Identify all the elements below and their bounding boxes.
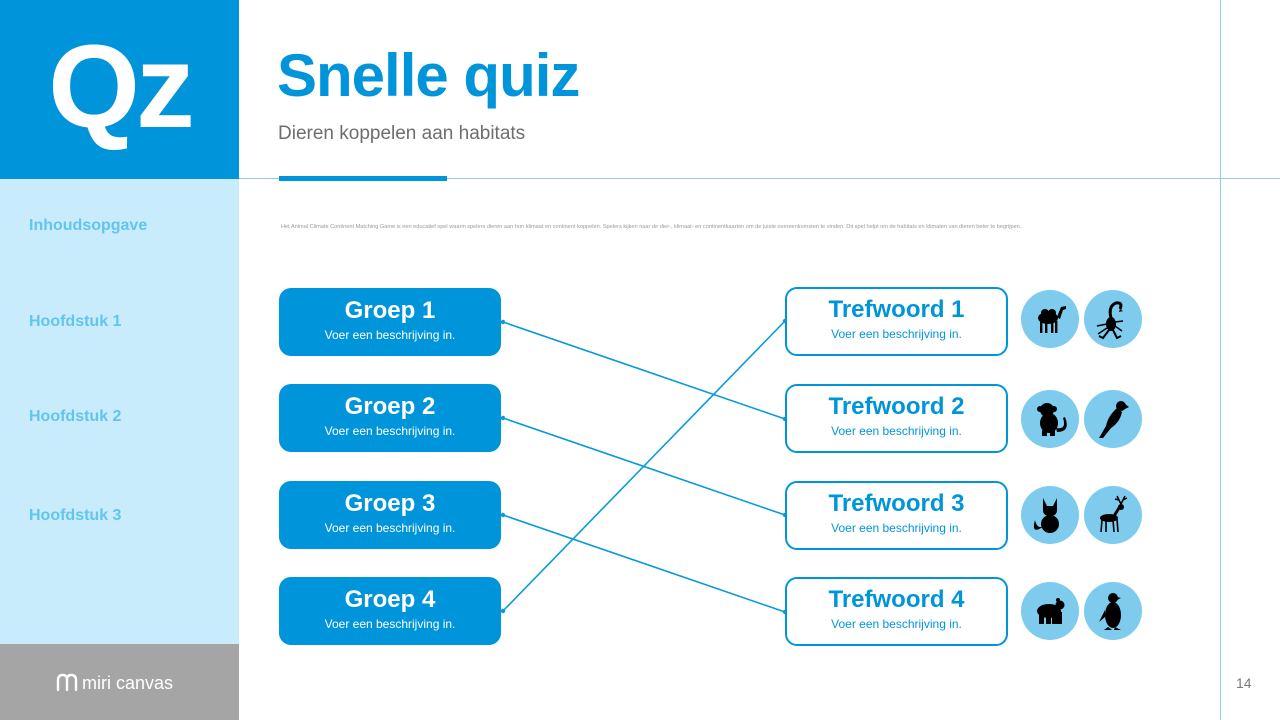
deer-icon [1084, 486, 1142, 544]
penguin-icon [1084, 582, 1142, 640]
keyword-title: Trefwoord 1 [828, 296, 965, 323]
keyword-card-2[interactable]: Trefwoord 2 Voer een beschrijving in. [785, 384, 1008, 453]
sidebar-item-chapter-1[interactable]: Hoofdstuk 1 [29, 313, 122, 330]
sidebar-item-contents[interactable]: Inhoudsopgave [29, 217, 148, 234]
quiz-logo: Qz [0, 0, 239, 179]
page-subtitle: Dieren koppelen aan habitats [278, 123, 526, 144]
group-description: Voer een beschrijving in. [324, 617, 456, 631]
connector-line [502, 320, 786, 612]
fox-icon [1021, 486, 1079, 544]
camel-icon [1021, 290, 1079, 348]
group-description: Voer een beschrijving in. [324, 521, 456, 535]
sidebar [0, 179, 239, 644]
keyword-description: Voer een beschrijving in. [831, 617, 962, 631]
keyword-title: Trefwoord 2 [828, 393, 965, 420]
scorpion-icon [1084, 290, 1142, 348]
keyword-description: Voer een beschrijving in. [831, 327, 962, 341]
group-title: Groep 2 [344, 393, 436, 420]
page-title: Snelle quiz [277, 42, 580, 109]
sidebar-item-chapter-3[interactable]: Hoofdstuk 3 [29, 507, 122, 524]
brand-name: miri canvas [82, 673, 173, 693]
header-divider [239, 178, 1280, 179]
group-title: Groep 1 [344, 297, 436, 324]
sidebar-item-chapter-2[interactable]: Hoofdstuk 2 [29, 408, 122, 425]
monkey-icon [1021, 390, 1079, 448]
group-description: Voer een beschrijving in. [324, 328, 456, 342]
keyword-description: Voer een beschrijving in. [831, 521, 962, 535]
keyword-card-1[interactable]: Trefwoord 1 Voer een beschrijving in. [785, 287, 1008, 356]
group-card-2[interactable]: Groep 2 Voer een beschrijving in. [279, 384, 501, 452]
logo-text: Qz [48, 20, 195, 153]
keyword-description: Voer een beschrijving in. [831, 424, 962, 438]
keyword-title: Trefwoord 4 [828, 586, 965, 613]
miri-canvas-logo: miri canvas [56, 673, 173, 693]
description-text: Het Animal Climate Continent Matching Ga… [281, 224, 1022, 230]
page-number: 14 [1236, 675, 1252, 691]
keyword-card-4[interactable]: Trefwoord 4 Voer een beschrijving in. [785, 577, 1008, 646]
connector-line [502, 321, 786, 420]
group-card-4[interactable]: Groep 4 Voer een beschrijving in. [279, 577, 501, 645]
group-card-3[interactable]: Groep 3 Voer een beschrijving in. [279, 481, 501, 549]
right-margin-line [1220, 0, 1221, 720]
footer-brand-area [0, 644, 239, 720]
group-title: Groep 4 [344, 586, 436, 613]
keyword-title: Trefwoord 3 [828, 490, 965, 517]
keyword-card-3[interactable]: Trefwoord 3 Voer een beschrijving in. [785, 481, 1008, 550]
bear-icon [1021, 582, 1079, 640]
group-description: Voer een beschrijving in. [324, 424, 456, 438]
group-title: Groep 3 [344, 490, 436, 517]
title-underline [279, 176, 447, 181]
parrot-icon [1084, 390, 1142, 448]
connector-line [502, 514, 786, 613]
group-card-1[interactable]: Groep 1 Voer een beschrijving in. [279, 288, 501, 356]
